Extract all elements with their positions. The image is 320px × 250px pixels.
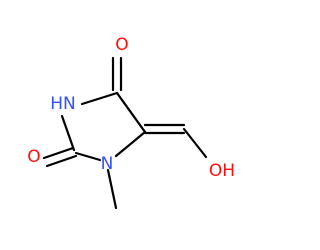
atom-labels: O HN O N OH <box>27 35 235 181</box>
atom-o-top: O <box>115 35 128 55</box>
structure-canvas: O HN O N OH <box>27 35 235 210</box>
molecule-diagram: O HN O N OH <box>27 35 235 210</box>
bond-c2-o-inner <box>42 146 75 160</box>
bond-n3-c2 <box>60 114 76 152</box>
bond-c4-c5 <box>115 91 147 134</box>
atom-o-left: O <box>27 147 40 167</box>
atom-n-methyl: N <box>101 154 114 174</box>
bond-n1-c5 <box>114 130 147 158</box>
bond-ch-oh <box>182 127 208 159</box>
bond-c2-n1 <box>74 151 102 162</box>
bond-n1-methyl <box>106 168 118 210</box>
bond-c4-n3 <box>80 91 119 106</box>
atom-o-hydroxyl: OH <box>209 161 235 181</box>
bond-c2-o-outer <box>45 154 78 168</box>
bonds <box>42 56 208 210</box>
atom-n-h: HN <box>50 94 76 114</box>
